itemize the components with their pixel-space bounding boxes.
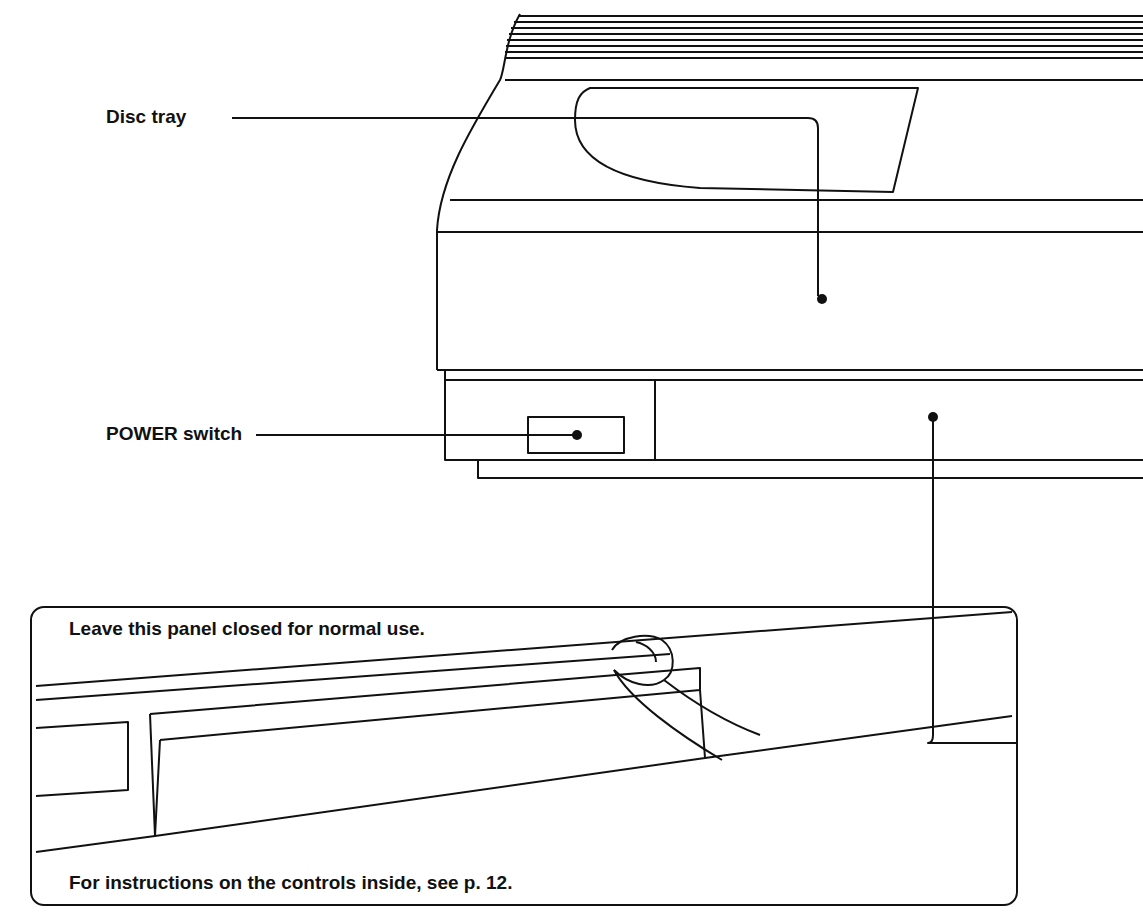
inset-box: Leave this panel closed for normal use. F…: [30, 606, 1018, 906]
part-name: Disc tray: [104, 106, 188, 128]
part-name: POWER switch: [104, 423, 244, 445]
panel-note: Leave this panel closed for normal use.: [66, 618, 428, 640]
panel-note: For instructions on the controls inside,…: [66, 872, 515, 894]
